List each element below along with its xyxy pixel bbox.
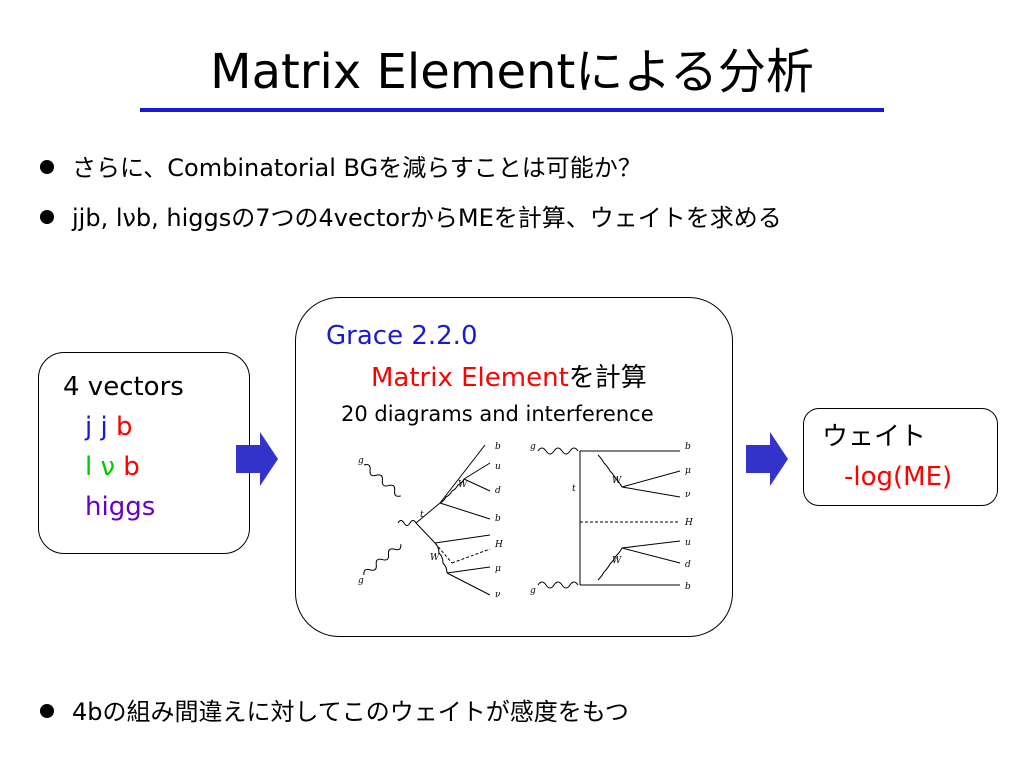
bullet-dot-icon <box>40 704 54 718</box>
label-u: u <box>495 462 501 472</box>
label-b: b <box>685 582 691 592</box>
feynman-labels-right: g g t W W b μ ν H u d b <box>530 442 693 596</box>
bullet-dot-icon <box>40 160 54 174</box>
label-t: t <box>572 484 576 494</box>
bullet-item-2: jjb, lνb, higgsの7つの4vectorからMEを計算、ウェイトを求… <box>40 202 782 234</box>
input-heading: 4 vectors <box>63 372 184 402</box>
label-d: d <box>495 486 501 496</box>
label-t: t <box>420 510 424 520</box>
grace-me-line: Matrix Elementを計算 <box>371 362 647 394</box>
title-underline <box>140 108 884 112</box>
input-higgs: higgs <box>85 492 156 522</box>
grace-diagrams: 20 diagrams and interference <box>341 402 654 426</box>
slide-title: Matrix Elementによる分析 <box>210 44 814 100</box>
input-b1: b <box>115 412 133 442</box>
bullet-item-1: さらに、Combinatorial BGを減らすことは可能か？ <box>40 152 642 184</box>
input-vectors-box: 4 vectors j j b l ν b higgs <box>38 352 250 554</box>
input-jj: j j <box>85 412 108 442</box>
label-g: g <box>530 586 536 596</box>
label-g: g <box>530 442 536 452</box>
label-numu: ν <box>685 490 691 500</box>
label-d: d <box>685 560 691 570</box>
label-w: W <box>430 553 440 563</box>
label-bbar: b <box>685 442 691 452</box>
label-w: W <box>612 476 622 486</box>
label-h: H <box>684 518 693 528</box>
bullet-text-2: jjb, lνb, higgsの7つの4vectorからMEを計算、ウェイトを求… <box>72 204 782 232</box>
output-heading: ウェイト <box>822 422 927 452</box>
label-numu: ν <box>495 590 501 600</box>
feynman-diagram-right <box>537 447 681 589</box>
input-lnu: l ν <box>85 452 116 482</box>
input-b2: b <box>123 452 140 482</box>
label-b: b <box>495 442 501 452</box>
label-w: W <box>458 480 468 490</box>
output-weight-box: ウェイト -log(ME) <box>803 408 998 506</box>
label-bbar: b <box>495 514 501 524</box>
bullet-text-3: 4bの組み間違えに対してこのウェイトが感度をもつ <box>72 698 629 726</box>
label-g: g <box>358 576 364 586</box>
label-u: u <box>685 538 691 548</box>
label-w: W <box>612 556 622 566</box>
right-arrow-icon <box>236 432 278 486</box>
label-mu: μ <box>495 564 501 574</box>
feynman-labels-left: g g t W W b u d b H μ ν <box>358 442 503 600</box>
grace-box: Grace 2.2.0 Matrix Elementを計算 20 diagram… <box>295 297 733 637</box>
input-lnub-line: l ν b <box>85 451 140 483</box>
bullet-text-1: さらに、Combinatorial BGを減らすことは可能か？ <box>72 154 642 182</box>
bullet-dot-icon <box>40 210 54 224</box>
label-mu: μ <box>685 466 691 476</box>
right-arrow-icon <box>746 432 788 486</box>
label-h: H <box>494 540 503 550</box>
bullet-item-3: 4bの組み間違えに対してこのウェイトが感度をもつ <box>40 696 629 728</box>
feynman-diagram-left <box>363 444 491 596</box>
label-g: g <box>358 456 364 466</box>
output-value: -log(ME) <box>844 462 953 492</box>
grace-me-label: Matrix Element <box>371 363 569 393</box>
feynman-diagrams: g g t W W b u d b H μ ν g g t W W b μ ν … <box>358 442 693 600</box>
grace-me-suffix: を計算 <box>568 363 647 393</box>
input-jjb-line: j j b <box>85 411 133 443</box>
grace-version: Grace 2.2.0 <box>326 321 478 351</box>
